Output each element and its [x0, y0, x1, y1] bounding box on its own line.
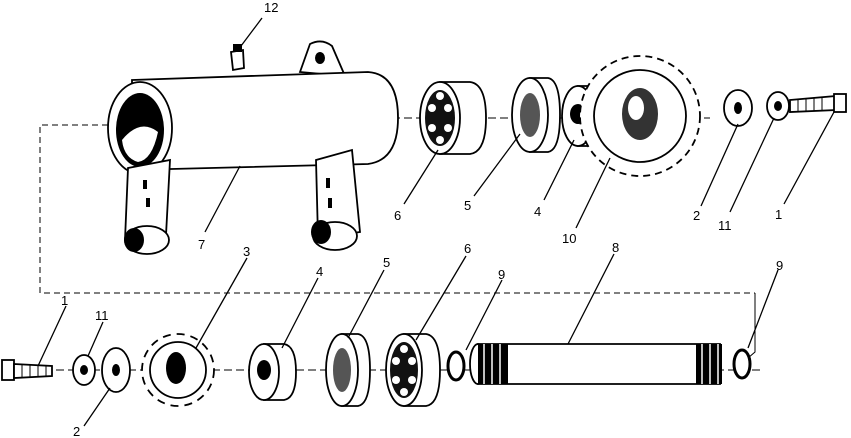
spacer-ring-top — [511, 77, 561, 153]
bearing-bottom — [385, 333, 441, 407]
sprocket-large — [579, 55, 701, 177]
grease-fitting — [230, 44, 245, 72]
callout-8: 8 — [612, 240, 619, 255]
callout-labels: 12 7 6 5 4 10 2 11 1 3 4 5 6 9 8 9 1 11 … — [61, 0, 783, 438]
lock-washer-bottom — [72, 354, 96, 386]
callout-10: 10 — [562, 231, 576, 246]
washer-bottom — [101, 347, 131, 393]
callout-3: 3 — [243, 244, 250, 259]
callout-5-top: 5 — [464, 198, 471, 213]
snap-ring-left — [446, 350, 466, 382]
callout-7: 7 — [198, 237, 205, 252]
callout-12: 12 — [264, 0, 278, 15]
leader-lines — [37, 17, 835, 427]
callout-4-bottom: 4 — [316, 264, 323, 279]
bolt-bottom — [1, 359, 53, 381]
callout-5-bottom: 5 — [383, 255, 390, 270]
snap-ring-right — [732, 348, 752, 380]
bolt-top — [789, 93, 847, 113]
callout-2-top: 2 — [693, 208, 700, 223]
callout-6-top: 6 — [394, 208, 401, 223]
sprocket-small — [141, 333, 215, 407]
callout-2-bottom: 2 — [73, 424, 80, 438]
callout-4-top: 4 — [534, 204, 541, 219]
collar-bottom — [248, 343, 297, 401]
axle-housing — [107, 40, 399, 255]
washer-top — [723, 89, 753, 127]
callout-11-top: 11 — [718, 218, 732, 233]
bearing-top — [419, 81, 487, 155]
spacer-ring-bottom — [325, 333, 371, 407]
callout-9-left: 9 — [498, 267, 505, 282]
callout-11-bottom: 11 — [95, 308, 109, 323]
lock-washer-top — [766, 91, 790, 121]
callout-1-bottom: 1 — [61, 293, 68, 308]
callout-1-top: 1 — [775, 207, 782, 222]
callout-9-right: 9 — [776, 258, 783, 273]
drive-shaft — [469, 343, 722, 385]
callout-6-bottom: 6 — [464, 241, 471, 256]
